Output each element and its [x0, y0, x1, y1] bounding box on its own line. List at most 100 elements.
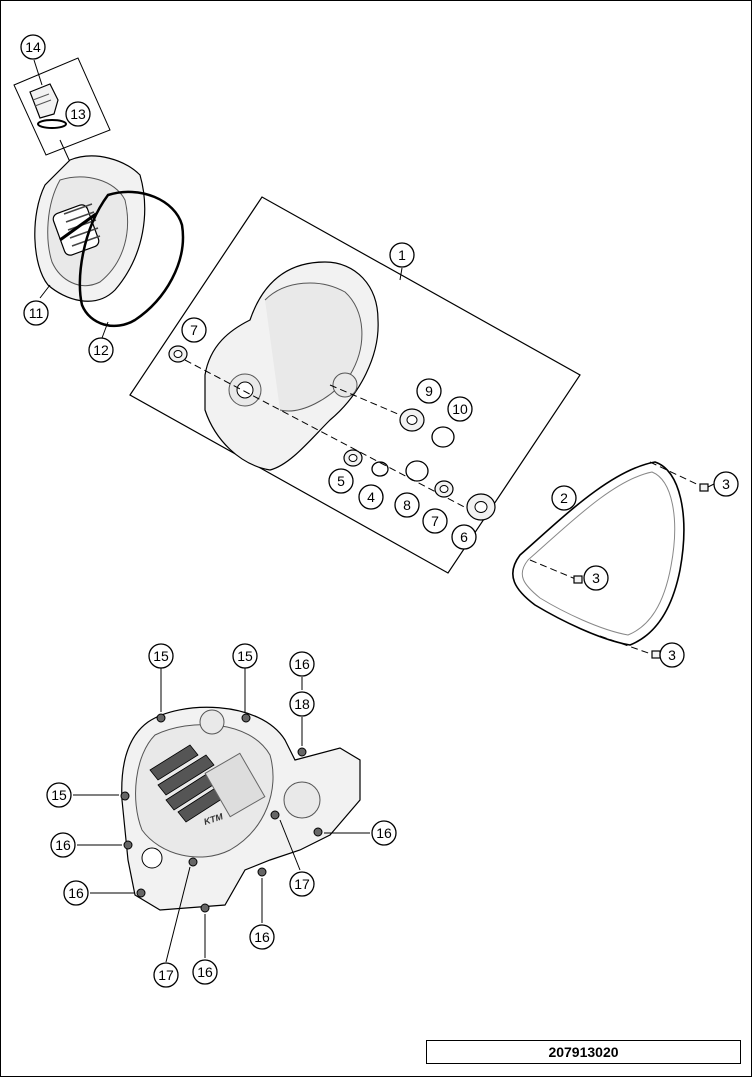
- callout-15-a: 15: [148, 643, 174, 669]
- screw-heads: [120, 713, 323, 913]
- svg-text:17: 17: [158, 967, 174, 983]
- svg-text:16: 16: [197, 964, 213, 980]
- circlip-8: [405, 460, 429, 482]
- svg-text:16: 16: [55, 837, 71, 853]
- callout-14: 14: [20, 34, 46, 60]
- svg-text:13: 13: [70, 106, 86, 122]
- callout-2: 2: [551, 485, 577, 511]
- lead-3-top: [707, 483, 715, 488]
- callout-6: 6: [451, 524, 477, 550]
- cover-right-boss: [283, 781, 321, 819]
- shaft-seal-5-bore: [348, 454, 358, 462]
- dowel-top: [699, 483, 709, 492]
- clutch-cover-assembly: [129, 196, 581, 574]
- plug-axis-line: [59, 139, 71, 163]
- callout-16-left-upper: 16: [50, 832, 76, 858]
- filler-plug: [29, 83, 59, 119]
- svg-text:1: 1: [398, 247, 406, 263]
- svg-text:3: 3: [722, 476, 730, 492]
- lead-12: [101, 321, 109, 339]
- svg-text:16: 16: [294, 656, 310, 672]
- svg-text:6: 6: [460, 529, 468, 545]
- document-number: 207913020: [426, 1040, 741, 1064]
- lead-1: [399, 267, 403, 281]
- bearing-upper-bore: [406, 415, 418, 425]
- shaft-seal-left-bore: [173, 350, 183, 358]
- axis-lower: [184, 359, 471, 511]
- svg-text:14: 14: [25, 39, 41, 55]
- callout-11: 11: [23, 300, 49, 326]
- cover-gasket-group: [511, 461, 715, 659]
- svg-text:5: 5: [337, 473, 345, 489]
- assembly-box: [129, 196, 581, 574]
- callout-15-b: 15: [232, 643, 258, 669]
- svg-text:16: 16: [254, 929, 270, 945]
- callout-18: 18: [289, 691, 315, 717]
- svg-text:7: 7: [190, 322, 198, 338]
- svg-text:15: 15: [51, 787, 67, 803]
- shaft-seal-right-bore: [439, 485, 449, 493]
- callout-4: 4: [358, 484, 384, 510]
- callout-16-bottom: 16: [192, 959, 218, 985]
- dowel-mid: [573, 575, 583, 584]
- callout-8: 8: [394, 492, 420, 518]
- callout-17-right: 17: [289, 871, 315, 897]
- dowel-bottom: [651, 650, 661, 659]
- lead-14: [33, 59, 43, 86]
- svg-text:3: 3: [592, 570, 600, 586]
- circlip-upper: [431, 426, 455, 448]
- lead-17a: [165, 866, 191, 963]
- svg-text:11: 11: [29, 305, 44, 321]
- callout-7-right: 7: [422, 508, 448, 534]
- svg-text:18: 18: [294, 696, 310, 712]
- callout-1: 1: [389, 242, 415, 268]
- callout-12: 12: [88, 337, 114, 363]
- bearing-6-bore: [474, 501, 488, 513]
- svg-text:3: 3: [668, 647, 676, 663]
- gasket-inner-edge: [521, 471, 676, 636]
- dowel-axis-top: [649, 461, 706, 489]
- callout-9: 9: [416, 378, 442, 404]
- callout-3-top: 3: [713, 471, 739, 497]
- dowel-axis-mid: [529, 559, 579, 581]
- svg-text:17: 17: [294, 876, 310, 892]
- inner-cover-port-bore: [236, 381, 254, 399]
- svg-text:15: 15: [237, 648, 253, 664]
- lead-17b: [279, 819, 301, 871]
- svg-text:9: 9: [425, 383, 433, 399]
- lead-11: [39, 284, 51, 299]
- plug-inset-box: [13, 57, 111, 156]
- plug-o-ring: [37, 119, 67, 129]
- cover-lower-port: [141, 847, 163, 869]
- svg-text:4: 4: [367, 489, 375, 505]
- svg-text:12: 12: [93, 342, 109, 358]
- callout-16-right: 16: [371, 820, 397, 846]
- svg-text:15: 15: [153, 648, 169, 664]
- grille-cross-bar: [59, 212, 97, 242]
- callout-16-bottom-right: 16: [249, 924, 275, 950]
- callout-3-mid: 3: [583, 565, 609, 591]
- callout-16-top: 16: [289, 651, 315, 677]
- inner-cover-boss: [332, 372, 358, 398]
- callout-16-left-lower: 16: [63, 880, 89, 906]
- clutch-cover-gasket: [511, 461, 685, 646]
- cover-top-boss: [199, 709, 225, 735]
- axis-upper: [329, 384, 413, 421]
- filler-plug-ribs: [32, 93, 52, 107]
- svg-text:8: 8: [403, 497, 411, 513]
- cover-mesh-panel: [204, 752, 266, 818]
- circlip-4: [371, 461, 389, 477]
- svg-text:2: 2: [560, 490, 568, 506]
- callout-5: 5: [328, 468, 354, 494]
- svg-text:7: 7: [431, 513, 439, 529]
- callout-7-left: 7: [181, 317, 207, 343]
- callout-13: 13: [65, 101, 91, 127]
- svg-text:10: 10: [452, 401, 468, 417]
- svg-text:16: 16: [68, 885, 84, 901]
- callout-15-c: 15: [46, 782, 72, 808]
- callout-10: 10: [447, 396, 473, 422]
- outer-cover-gasket: [78, 190, 185, 328]
- dowel-axis-bottom: [599, 635, 655, 656]
- callout-3-bottom: 3: [659, 642, 685, 668]
